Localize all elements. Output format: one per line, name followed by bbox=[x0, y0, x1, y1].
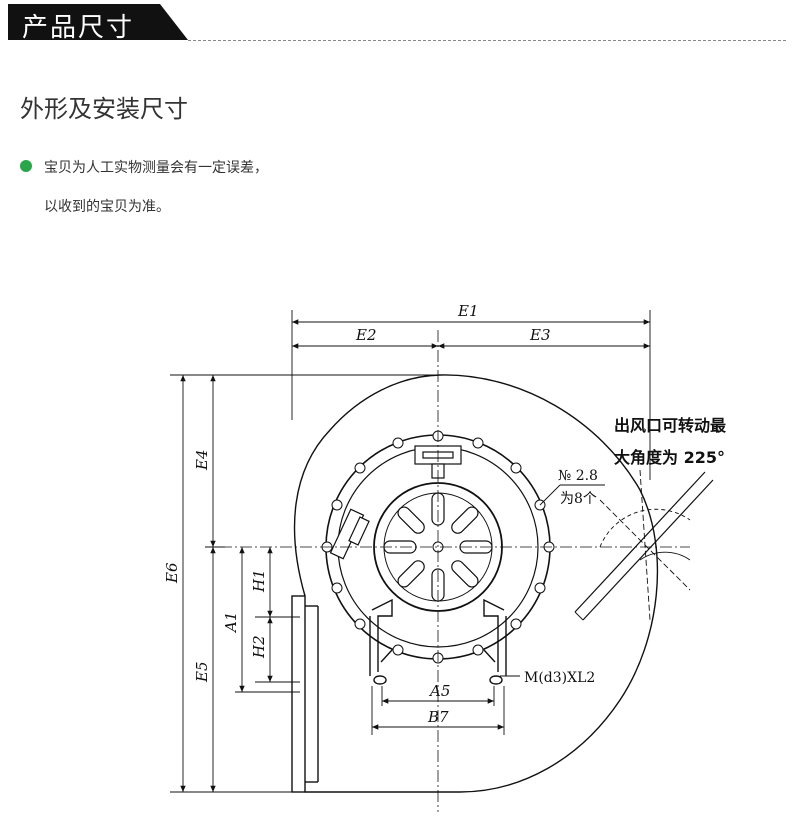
note-line-2: 以收到的宝贝为准。 bbox=[44, 199, 170, 215]
section-header: 产品尺寸 bbox=[8, 4, 188, 43]
dim-label-e5: E5 bbox=[193, 662, 211, 684]
header-title: 产品尺寸 bbox=[22, 13, 135, 43]
dim-label-b7: B7 bbox=[427, 708, 449, 726]
dim-label-a1: A1 bbox=[222, 612, 240, 634]
dim-label-h1: H1 bbox=[250, 569, 268, 593]
dim-label-h2: H2 bbox=[250, 635, 268, 659]
hole-spec-count: 为8个 bbox=[560, 491, 597, 507]
header-background bbox=[8, 4, 188, 40]
housing-scroll bbox=[291, 374, 659, 793]
mounting-feet bbox=[369, 598, 507, 685]
bullet-dot-icon bbox=[20, 160, 32, 172]
outlet-rotation-indicator bbox=[574, 469, 714, 621]
outlet-note-line-1: 出风口可转动最 bbox=[614, 416, 727, 435]
bolt-spec-label: M(d3)XL2 bbox=[524, 670, 595, 686]
dimension-labels: E1 E2 E3 E4 E5 E6 A1 H1 H2 A5 B7 bbox=[163, 302, 551, 726]
section-title: 外形及安装尺寸 bbox=[20, 95, 188, 123]
dim-label-e4: E4 bbox=[193, 450, 211, 472]
header-divider bbox=[188, 40, 786, 41]
outlet-note-line-2: 大角度为 225° bbox=[614, 448, 725, 467]
flange-bolt-holes bbox=[321, 430, 555, 664]
hole-spec-number: № 2.8 bbox=[558, 468, 598, 484]
note-line-1: 宝贝为人工实物测量会有一定误差， bbox=[44, 160, 268, 176]
dim-label-e1: E1 bbox=[457, 302, 479, 320]
dim-label-a5: A5 bbox=[428, 682, 450, 700]
dim-label-e6: E6 bbox=[163, 562, 181, 584]
dim-label-e2: E2 bbox=[355, 326, 377, 344]
capacitor bbox=[329, 508, 370, 560]
dimension-lines bbox=[170, 310, 651, 793]
dim-label-e3: E3 bbox=[529, 326, 551, 344]
centerlines bbox=[220, 330, 690, 812]
